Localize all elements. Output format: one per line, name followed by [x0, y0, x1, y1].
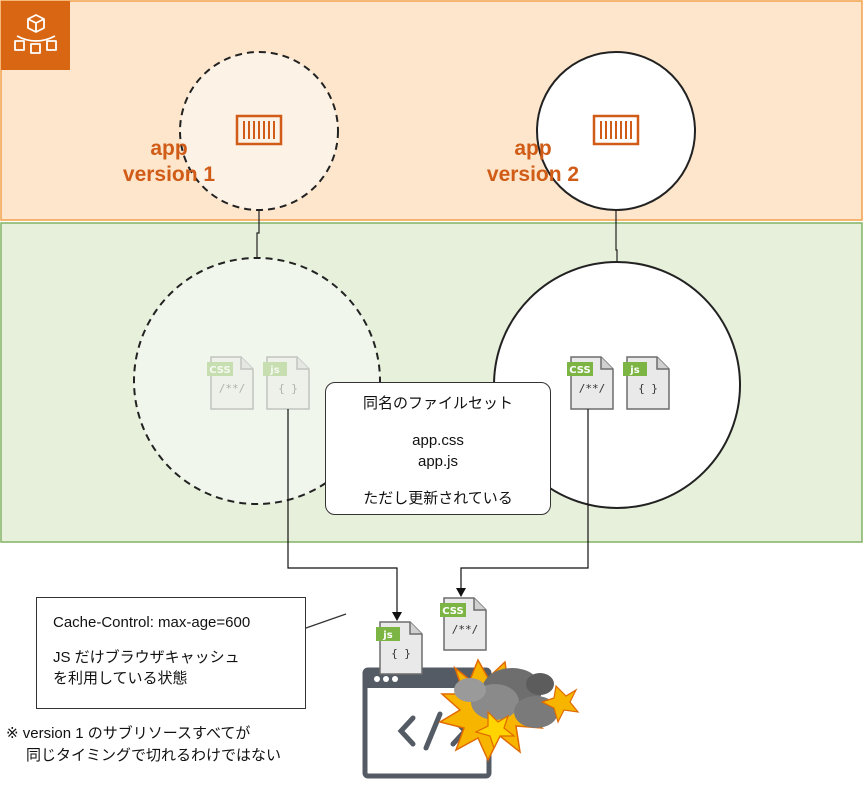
aws-container-service-icon: [1, 1, 70, 70]
app-version-2-label: app version 2: [486, 137, 580, 186]
cached-css-file-icon: CSS /**/: [440, 597, 487, 651]
svg-text:CSS: CSS: [209, 365, 230, 376]
explosion-icon: [438, 658, 580, 762]
container-icon: [592, 114, 640, 146]
svg-text:{ }: { }: [391, 647, 411, 660]
app-tier-band: [0, 0, 863, 221]
v1-css-file-icon: CSS /**/: [207, 356, 254, 410]
svg-text:js: js: [629, 365, 639, 376]
svg-text:/**/: /**/: [452, 623, 479, 636]
file-set-footer: ただし更新されている: [363, 490, 513, 507]
svg-text:{ }: { }: [638, 382, 658, 395]
v2-css-file-icon: CSS /**/: [567, 356, 614, 410]
footnote-line1: ※ version 1 のサブリソースすべてが: [6, 725, 251, 742]
cache-control-callout: Cache-Control: max-age=600 JS だけブラウザキャッシ…: [36, 597, 306, 709]
cache-note-line1: JS だけブラウザキャッシュ: [53, 649, 240, 666]
v1-js-file-icon: js { }: [263, 356, 310, 410]
svg-text:js: js: [269, 365, 279, 376]
cache-note-line2: を利用している状態: [53, 670, 188, 687]
svg-text:/**/: /**/: [219, 382, 246, 395]
svg-text:/**/: /**/: [579, 382, 606, 395]
svg-text:CSS: CSS: [569, 365, 590, 376]
file-set-css: app.css: [412, 432, 464, 449]
cached-js-file-icon: js { }: [376, 621, 423, 675]
file-set-js: app.js: [417, 453, 459, 470]
svg-text:{ }: { }: [278, 382, 298, 395]
cache-control-header: Cache-Control: max-age=600: [53, 614, 251, 631]
version-1-assets-group: [133, 257, 381, 505]
file-set-note: 同名のファイルセット app.css app.js ただし更新されている: [325, 382, 551, 515]
svg-text:CSS: CSS: [442, 606, 463, 617]
svg-text:js: js: [382, 630, 392, 641]
container-icon: [235, 114, 283, 146]
app-version-1-label: app version 1: [122, 137, 216, 186]
v2-js-file-icon: js { }: [623, 356, 670, 410]
file-set-title: 同名のファイルセット: [362, 395, 513, 412]
footnote-line2: 同じタイミングで切れるわけではない: [26, 747, 282, 764]
